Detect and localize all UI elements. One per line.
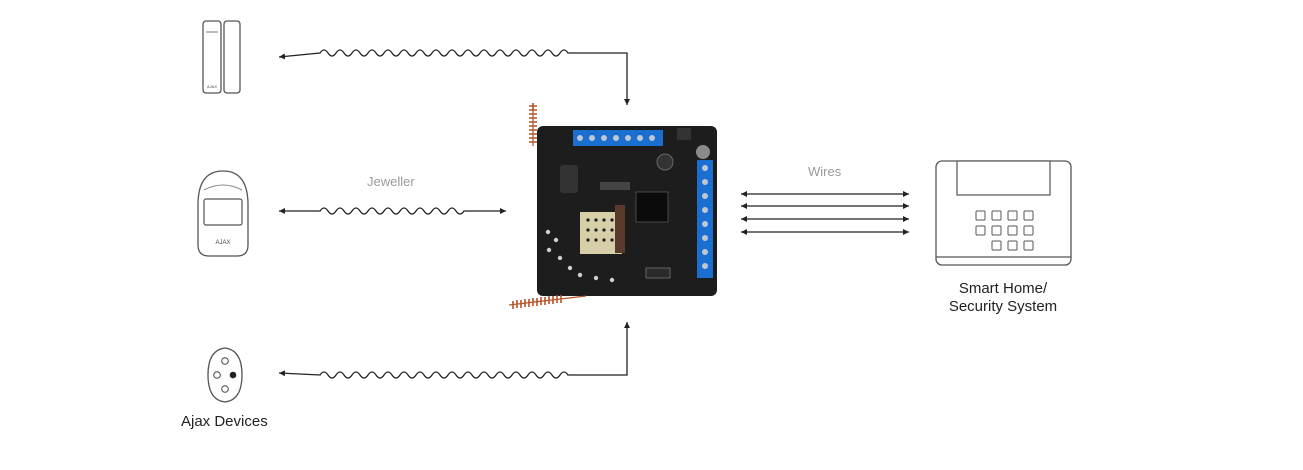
door-sensor-icon: AJAX (202, 20, 241, 94)
wireless-link-middle (279, 207, 506, 215)
wireless-links (278, 49, 630, 379)
wireless-link-top (278, 49, 630, 105)
antenna-bottom (508, 295, 587, 306)
system-label: Smart Home/ Security System (903, 280, 1103, 316)
wireless-link-bottom (278, 322, 630, 379)
motion-sensor-logo: AJAX (215, 240, 230, 246)
motion-sensor-icon: AJAX (197, 170, 249, 257)
ajax-devices-label: Ajax Devices (181, 413, 268, 430)
system-label-line2: Security System (948, 298, 1058, 315)
wires-label: Wires (808, 164, 842, 179)
keyfob-icon (207, 347, 243, 403)
control-panel-icon (935, 160, 1072, 266)
wired-links (741, 191, 909, 235)
system-label-line1: Smart Home/ (958, 280, 1048, 297)
door-sensor-logo: AJAX (207, 84, 217, 89)
jeweller-label: Jeweller (367, 174, 415, 189)
integration-module-board (508, 103, 717, 309)
